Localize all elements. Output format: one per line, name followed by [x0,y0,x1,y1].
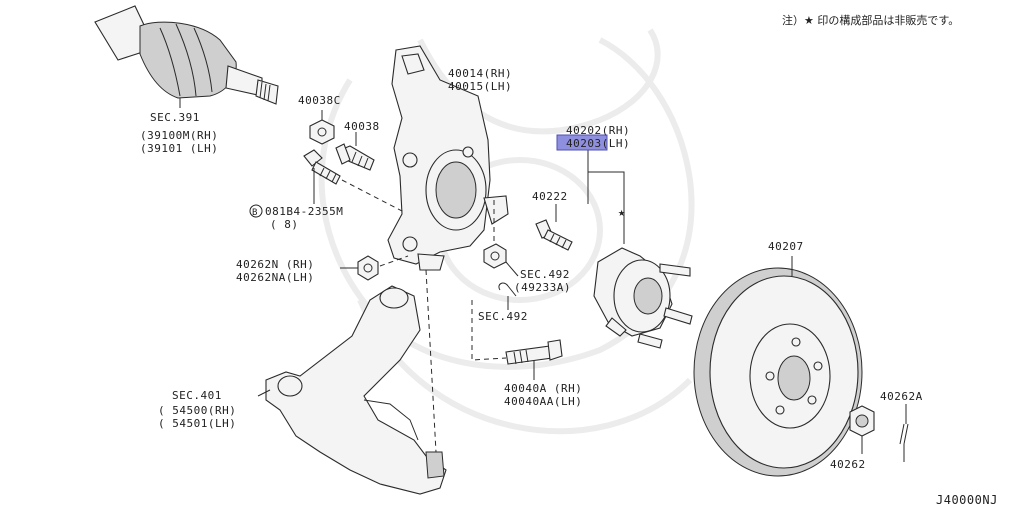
wheel-hub-assembly[interactable] [593,247,693,349]
diagram-code: J40000NJ [936,493,998,507]
lower-control-arm[interactable] [265,285,447,495]
bolt-081b4[interactable] [303,149,341,185]
label-40040aa[interactable]: 40040AA(LH) [504,395,582,408]
star-marker: ★ [618,205,625,219]
nut-40038c[interactable] [309,119,335,145]
label-39100m[interactable]: (39100M(RH) [140,129,218,142]
washer-49233a[interactable] [483,243,507,269]
note-text: 注）★ 印の構成部品は非販売です。 [782,13,959,27]
label-40262a[interactable]: 40262A [880,390,923,403]
label-bolt-circle: B [252,208,258,218]
highlight-40203 [556,134,608,151]
steering-knuckle[interactable] [387,45,509,271]
label-40015[interactable]: 40015(LH) [448,80,512,93]
label-081b4[interactable]: 081B4-2355M [265,205,343,218]
label-40014[interactable]: 40014(RH) [448,67,512,80]
bolt-40038[interactable] [335,143,375,171]
label-sec492-a[interactable]: SEC.492 [520,268,570,281]
label-40262na[interactable]: 40262NA(LH) [236,271,314,284]
label-54501[interactable]: ( 54501(LH) [158,417,236,430]
label-40038c[interactable]: 40038C [298,94,341,107]
label-39101[interactable]: (39101 (LH) [140,142,218,155]
cotter-40262a[interactable] [899,423,909,445]
label-40222[interactable]: 40222 [532,190,568,203]
label-40262n[interactable]: 40262N (RH) [236,258,314,271]
label-40202[interactable]: 40202(RH) [566,124,630,137]
bolt-circle-marker [249,204,263,218]
label-40203[interactable]: 40203(LH) [566,137,630,150]
label-40262[interactable]: 40262 [830,458,866,471]
label-sec492-b[interactable]: SEC.492 [478,310,528,323]
label-40038[interactable]: 40038 [344,120,380,133]
label-54500[interactable]: ( 54500(RH) [158,404,236,417]
drive-shaft[interactable] [94,5,279,105]
label-bolt-qty: ( 8) [270,218,299,231]
brake-disc[interactable] [693,267,863,477]
label-sec401[interactable]: SEC.401 [172,389,222,402]
hub-nut-40262[interactable] [849,405,875,437]
label-40040a[interactable]: 40040A (RH) [504,382,582,395]
bolt-40040a[interactable] [505,339,563,365]
hub-bolt-40222[interactable] [535,219,573,251]
label-40207[interactable]: 40207 [768,240,804,253]
label-sec391[interactable]: SEC.391 [150,111,200,124]
nut-40262n[interactable] [357,255,379,281]
cotter-pin[interactable] [498,282,517,297]
label-49233a[interactable]: (49233A) [514,281,571,294]
